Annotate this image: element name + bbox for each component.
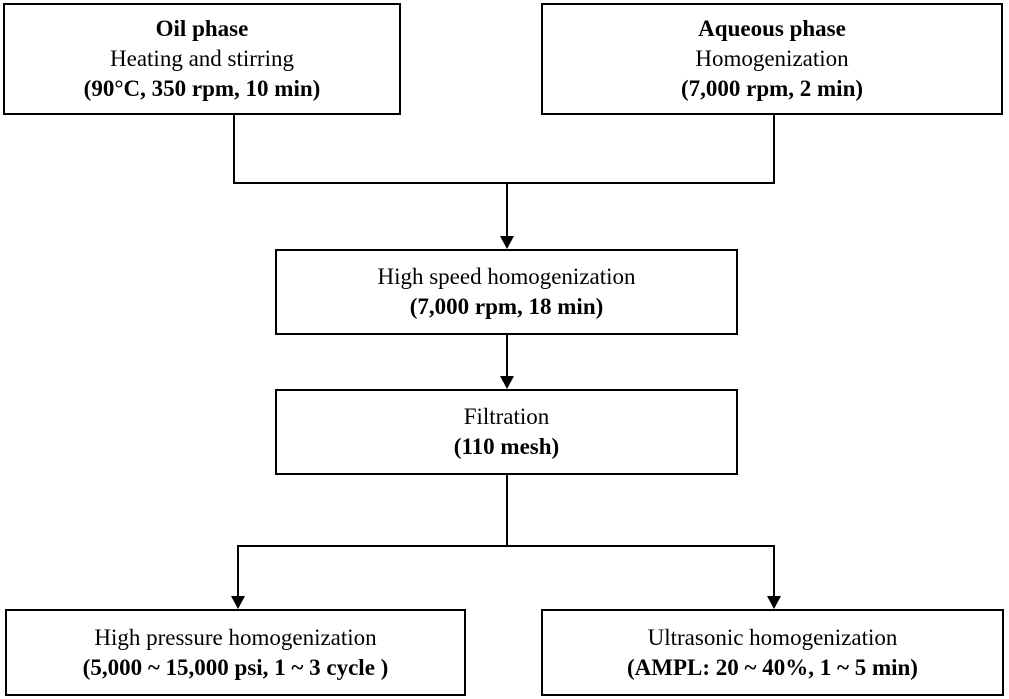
aqueous-phase-conditions: (7,000 rpm, 2 min) — [680, 76, 864, 101]
arrowhead-filtration — [500, 376, 514, 389]
high-pressure-conditions: (5,000 ~ 15,000 psi, 1 ~ 3 cycle ) — [82, 654, 389, 680]
oil-phase-box: Oil phase Heating and stirring (90°C, 35… — [3, 3, 401, 115]
ultrasonic-homogenization-box: Ultrasonic homogenization (AMPL: 20 ~ 40… — [541, 609, 1004, 696]
arrowhead-high-pressure — [231, 596, 245, 609]
aqueous-phase-step: Homogenization — [695, 46, 849, 71]
arrowhead-high-speed — [500, 236, 514, 249]
oil-phase-step: Heating and stirring — [110, 46, 294, 71]
ultrasonic-conditions: (AMPL: 20 ~ 40%, 1 ~ 5 min) — [627, 654, 918, 680]
filtration-box: Filtration (110 mesh) — [275, 389, 738, 475]
oil-phase-conditions: (90°C, 350 rpm, 10 min) — [83, 76, 321, 101]
filtration-step: Filtration — [463, 404, 550, 429]
high-speed-homogenization-box: High speed homogenization (7,000 rpm, 18… — [275, 249, 738, 335]
high-speed-step: High speed homogenization — [377, 264, 636, 289]
aqueous-phase-title: Aqueous phase — [698, 16, 846, 41]
filtration-conditions: (110 mesh) — [453, 434, 560, 459]
aqueous-phase-box: Aqueous phase Homogenization (7,000 rpm,… — [541, 3, 1003, 115]
ultrasonic-step: Ultrasonic homogenization — [647, 624, 898, 650]
high-pressure-step: High pressure homogenization — [94, 624, 377, 650]
high-speed-conditions: (7,000 rpm, 18 min) — [409, 294, 604, 319]
high-pressure-homogenization-box: High pressure homogenization (5,000 ~ 15… — [5, 609, 466, 696]
arrowhead-ultrasonic — [767, 596, 781, 609]
oil-phase-title: Oil phase — [155, 16, 249, 41]
